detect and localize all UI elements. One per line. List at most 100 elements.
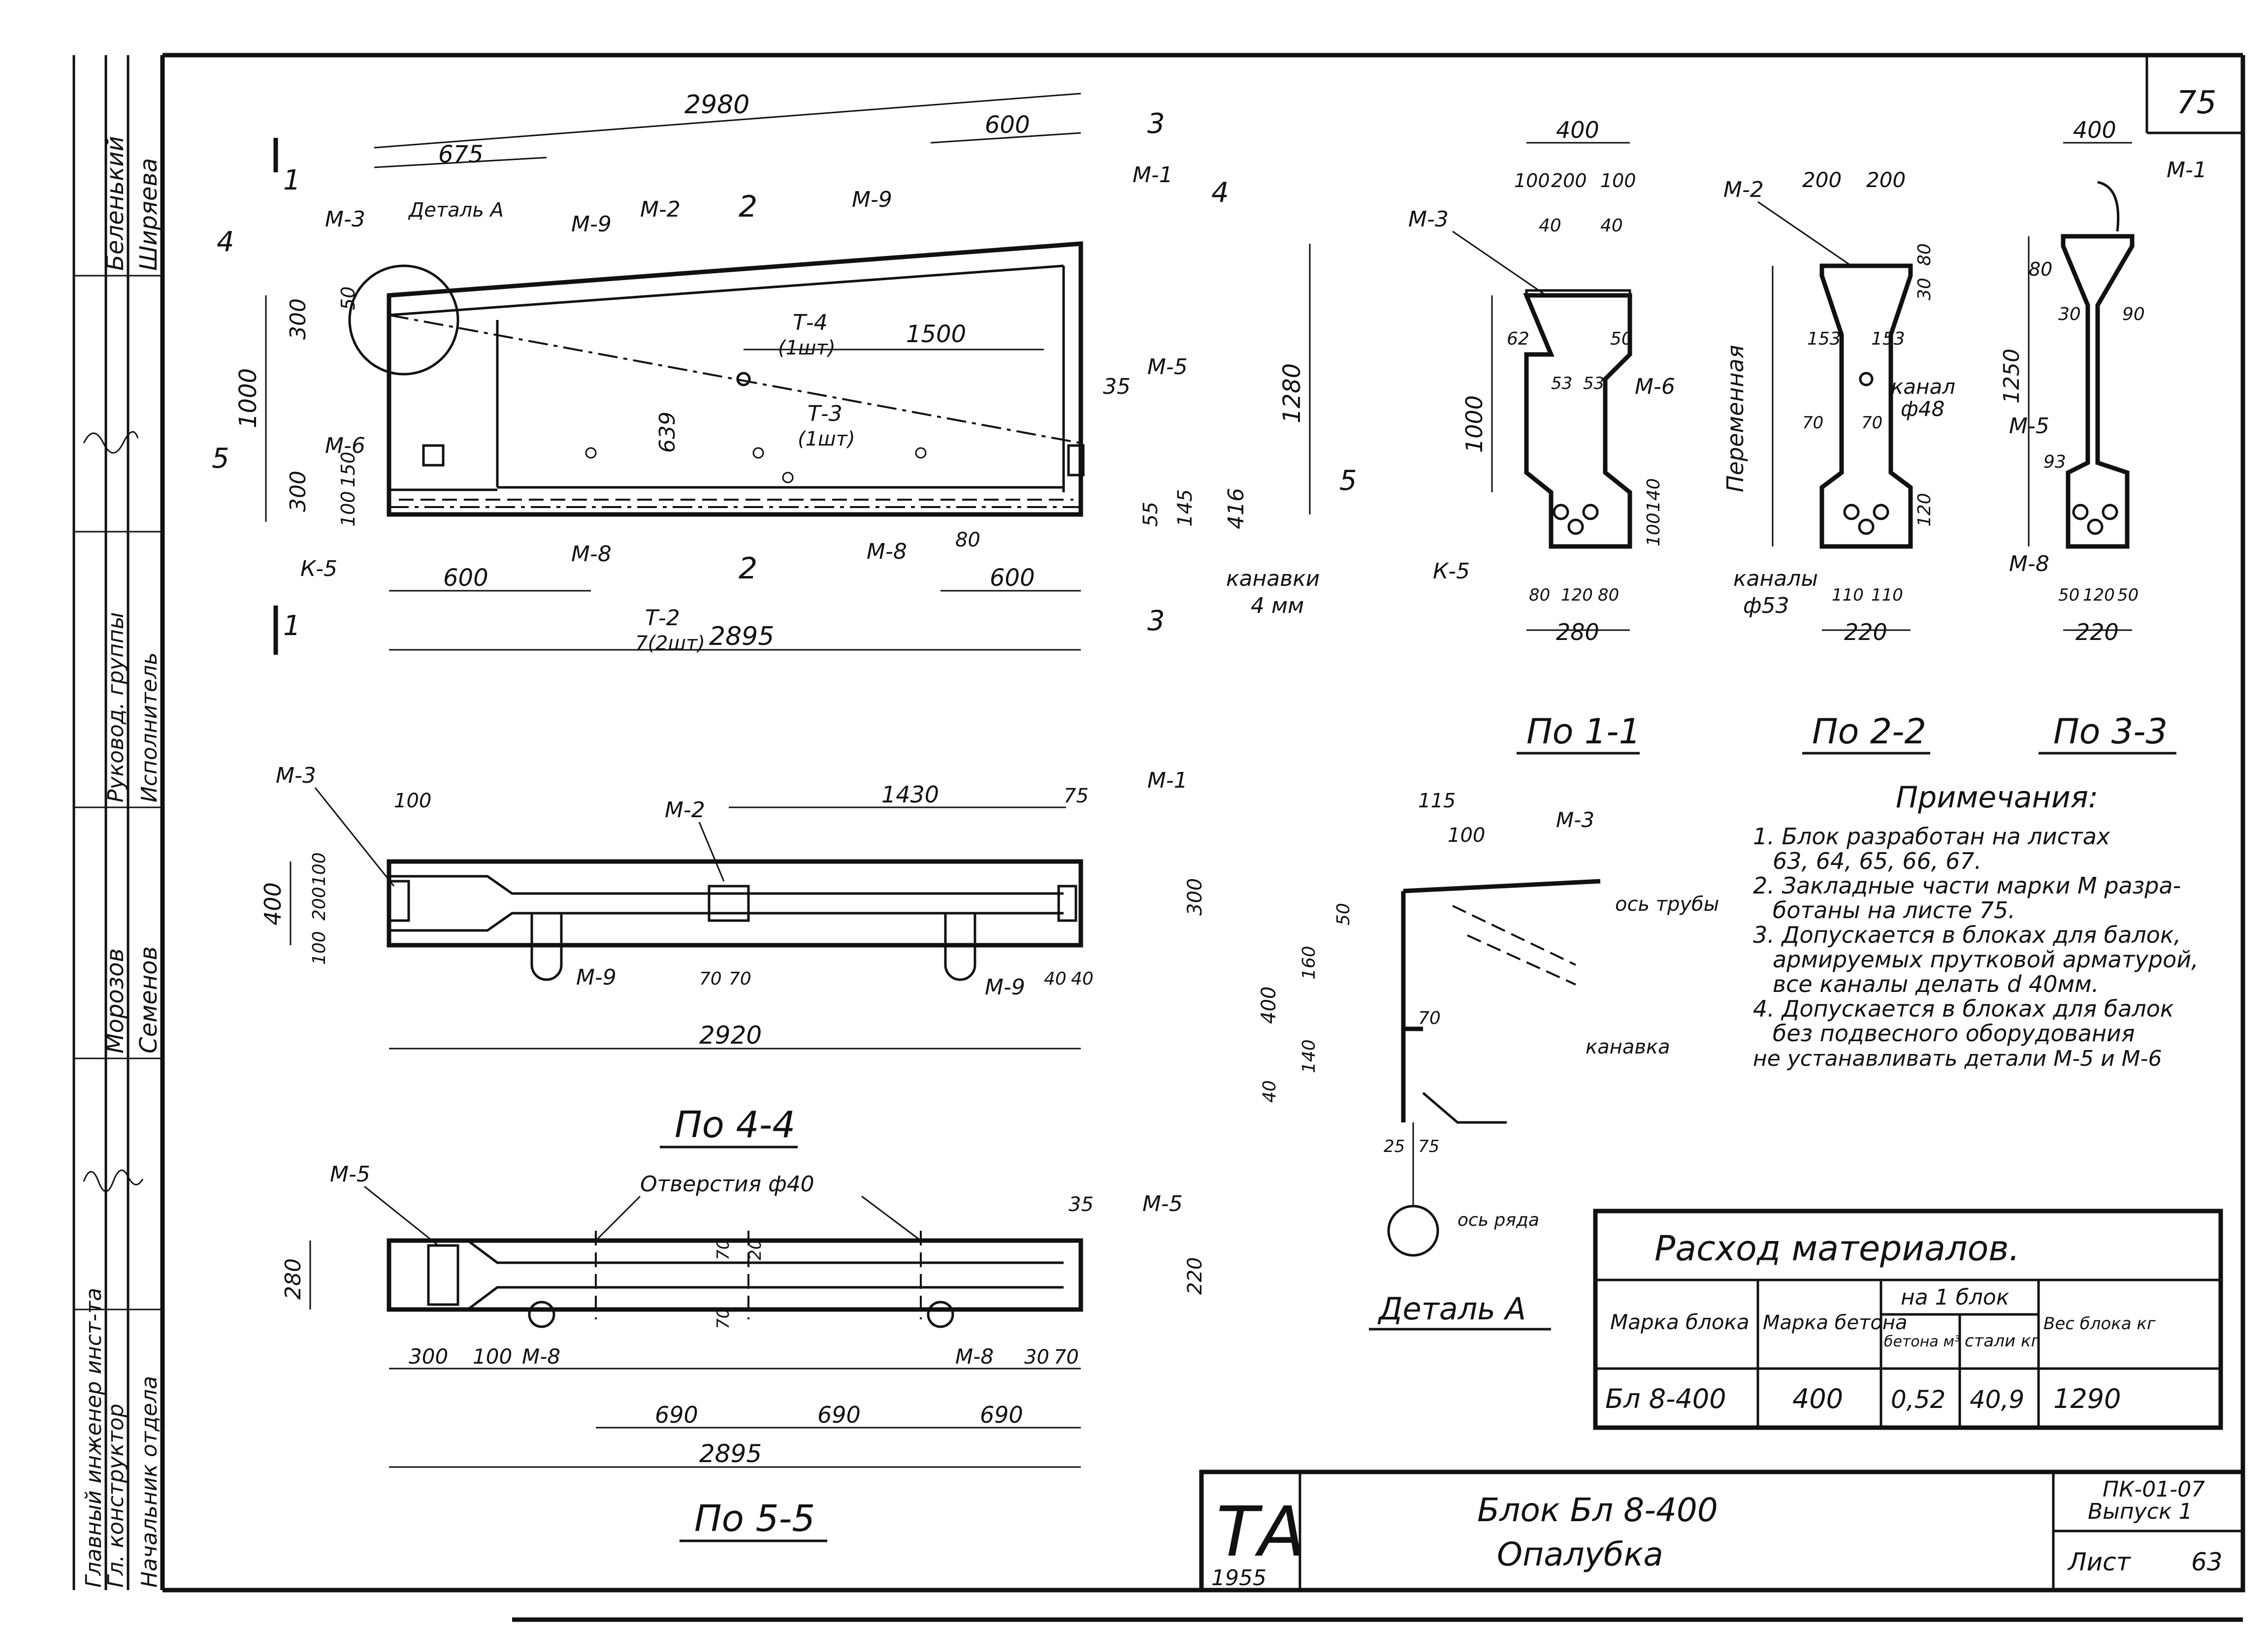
note-line-2: 63, 64, 65, 66, 67. <box>1773 848 1981 874</box>
s22-label-channels: каналы <box>1733 566 1818 591</box>
s22-dim-153b: 153 <box>1871 329 1905 349</box>
s11-dim-80a: 80 <box>1529 585 1550 605</box>
sidebar-name-1: Морозов <box>101 948 129 1053</box>
detA-label-groove: канавка <box>1586 1036 1670 1058</box>
materials-header-per-block: на 1 блок <box>1901 1285 2009 1310</box>
s11-dim-50: 50 <box>1610 329 1633 349</box>
detA-dim-100: 100 <box>1448 824 1485 847</box>
section-mark-3-bottom: 3 <box>1147 605 1165 637</box>
materials-header-mark-concrete: Марка бетона <box>1763 1311 1908 1334</box>
section-1-1-title: По 1-1 <box>1526 711 1641 752</box>
materials-header-mark-block: Марка блока <box>1610 1310 1750 1334</box>
materials-row-steel: 40,9 <box>1970 1385 2024 1414</box>
s44-label-m1: М-1 <box>1147 768 1188 793</box>
section-mark-5-left: 5 <box>212 443 229 475</box>
logo: ТА <box>1216 1492 1305 1572</box>
label-t2: Т-2 <box>645 606 680 631</box>
s55-dim-690a: 690 <box>655 1402 698 1428</box>
dim-675: 675 <box>438 141 484 168</box>
s55-dim-70a: 70 <box>713 1239 733 1260</box>
note-line-6: армируемых прутковой арматурой, <box>1773 946 2199 973</box>
label-m9-a: М-9 <box>571 212 612 237</box>
detA-dim-160: 160 <box>1299 946 1319 980</box>
s44-dim-40b: 40 <box>1071 969 1094 989</box>
sidebar-signatures: Главный инженер инст-та Гл. конструктор … <box>72 55 162 1590</box>
section-2-2-title: По 2-2 <box>1812 711 1926 752</box>
sidebar-role-1: Главный инженер инст-та <box>81 1288 106 1588</box>
detA-dim-40: 40 <box>1260 1080 1280 1103</box>
label-m5: М-5 <box>1147 354 1188 380</box>
s22-dim-70b: 70 <box>1861 413 1882 433</box>
s44-dim-400: 400 <box>259 882 286 926</box>
s33-dim-400: 400 <box>2073 117 2116 143</box>
s11-dim-120: 120 <box>1561 585 1593 605</box>
signature-scribble-2 <box>83 1169 144 1192</box>
s11-dim-1000: 1000 <box>1461 395 1488 453</box>
signature-scribble-1 <box>83 431 139 454</box>
year: 1955 <box>1211 1565 1266 1591</box>
s11-label-k5: К-5 <box>1433 559 1470 584</box>
sidebar-name-3: Беленький <box>101 136 129 271</box>
s33-label-m8: М-8 <box>2009 551 2049 576</box>
s33-dim-50b: 50 <box>2117 585 2138 605</box>
s33-dim-80: 80 <box>2029 258 2052 280</box>
sheet-number: 75 <box>2176 85 2216 121</box>
s55-dim-690b: 690 <box>817 1402 861 1428</box>
s44-dim-40a: 40 <box>1044 969 1067 989</box>
s11-dim-53a: 53 <box>1551 374 1572 393</box>
s44-dim-70a: 70 <box>699 969 722 989</box>
dim-639: 639 <box>655 412 680 453</box>
s55-dim-70c: 70 <box>1054 1346 1079 1369</box>
dim-600-top: 600 <box>985 111 1030 139</box>
s22-dim-220: 220 <box>1844 619 1887 645</box>
label-grooves-depth: 4 мм <box>1251 593 1304 618</box>
label-t4-qty: (1шт) <box>778 337 836 359</box>
dim-top-2980: 2980 <box>684 90 749 120</box>
dim-145: 145 <box>1174 489 1197 527</box>
section-mark-1-top: 1 <box>283 164 301 196</box>
s11-dim-100c: 100 <box>1644 512 1664 546</box>
detA-dim-140: 140 <box>1299 1039 1319 1073</box>
s55-label-m8a: М-8 <box>522 1344 560 1369</box>
s55-label-m5b: М-5 <box>1142 1191 1183 1216</box>
dim-150: 150 <box>337 451 359 487</box>
s22-label-m2: М-2 <box>1723 177 1764 202</box>
title-block: ТА 1955 Блок Бл 8-400 Опалубка ПК-01-07 … <box>1199 1469 2245 1593</box>
s11-dim-200: 200 <box>1551 170 1587 192</box>
label-m9-b: М-9 <box>852 187 892 212</box>
section-1-1: 400 100 200 100 40 40 62 50 53 53 1000 1… <box>1408 117 1675 755</box>
dim-1500: 1500 <box>906 320 966 348</box>
s11-dim-100b: 100 <box>1600 170 1636 192</box>
section-mark-3-top: 3 <box>1147 108 1165 140</box>
s11-dim-400: 400 <box>1556 117 1599 143</box>
s11-dim-280: 280 <box>1556 619 1599 645</box>
label-m3: М-3 <box>325 207 365 232</box>
label-k5: К-5 <box>300 556 337 581</box>
section-5-5-title: По 5-5 <box>694 1498 815 1540</box>
detA-label-row-axis: ось ряда <box>1458 1210 1539 1230</box>
materials-table: Расход материалов. Марка блока Марка бет… <box>1593 1209 2223 1430</box>
s11-dim-80b: 80 <box>1598 585 1619 605</box>
s33-dim-30: 30 <box>2058 304 2081 324</box>
s22-dim-80: 80 <box>1914 243 1935 266</box>
s22-dim-110a: 110 <box>1832 585 1864 605</box>
dim-55: 55 <box>1139 502 1162 527</box>
sidebar-role-5: Исполнитель <box>137 652 162 802</box>
detA-label-m3: М-3 <box>1556 808 1594 832</box>
section-mark-1-bottom: 1 <box>283 610 301 642</box>
detA-dim-70: 70 <box>1418 1008 1441 1028</box>
label-m1: М-1 <box>1133 162 1173 188</box>
s44-dim-100a: 100 <box>309 852 329 886</box>
s33-dim-93: 93 <box>2043 452 2066 472</box>
sheet-no: 63 <box>2191 1548 2223 1576</box>
note-line-8: 4. Допускается в блоках для балок <box>1753 995 2174 1022</box>
section-4-4-title: По 4-4 <box>675 1104 795 1146</box>
s44-dim-100: 100 <box>394 790 431 812</box>
s44-dim-1430: 1430 <box>881 781 939 808</box>
s11-dim-62: 62 <box>1507 329 1529 349</box>
s33-dim-90: 90 <box>2122 304 2145 324</box>
label-t3: Т-3 <box>808 401 842 426</box>
s33-label-m1: М-1 <box>2167 158 2207 183</box>
s44-dim-200: 200 <box>309 887 329 921</box>
